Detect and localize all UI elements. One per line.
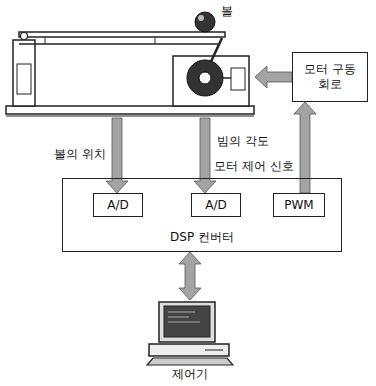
part-label: 볼 <box>221 4 233 19</box>
node-label: 제어기 <box>145 367 235 382</box>
converter-box: DSP 컨버터 A/D A/D PWM <box>62 178 342 252</box>
process-box: 모터 구동 회로 <box>292 52 368 102</box>
process-box: PWM <box>273 193 325 217</box>
block-arrow <box>294 102 316 193</box>
block-arrow <box>179 252 201 300</box>
block-arrow <box>106 118 128 193</box>
node-label: A/D <box>205 198 227 213</box>
process-box: A/D <box>93 193 143 217</box>
signal-label: 볼의 위치 <box>52 146 108 163</box>
ball-beam-illustration <box>5 2 255 118</box>
node-label: A/D <box>107 198 129 213</box>
computer-illustration <box>145 300 235 366</box>
node-label: DSP 컨버터 <box>63 230 341 245</box>
ball-beam-plant: 볼 <box>5 2 255 118</box>
signal-label: 빔의 각도 <box>215 133 271 150</box>
signal-label: 모터 제어 신호 <box>212 158 296 175</box>
node-label: PWM <box>284 198 313 213</box>
block-arrow <box>255 66 292 88</box>
process-box: A/D <box>191 193 241 217</box>
computer: 제어기 <box>145 300 235 384</box>
block-arrow <box>194 118 216 193</box>
node-label: 모터 구동 회로 <box>299 62 361 92</box>
